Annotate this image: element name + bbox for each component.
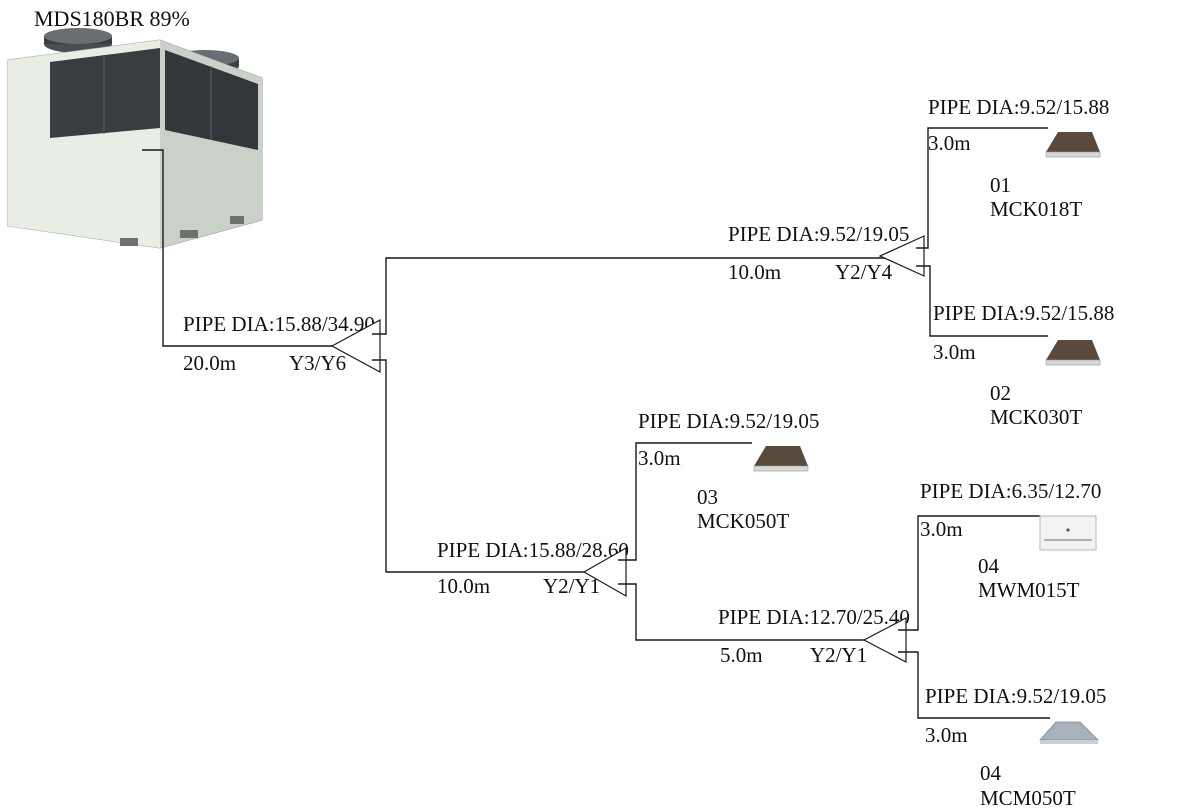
segment-lower: PIPE DIA:15.88/28.60 10.0m Y2/Y1 bbox=[372, 359, 880, 641]
segment-lower-joint: Y2/Y1 bbox=[543, 574, 600, 598]
unit-02-pipe-dia: PIPE DIA:9.52/15.88 bbox=[933, 301, 1114, 325]
segment-lower2-joint: Y2/Y1 bbox=[810, 643, 867, 667]
unit-03-model: MCK050T bbox=[697, 509, 789, 533]
unit-04b-pipe-dia: PIPE DIA:9.52/19.05 bbox=[925, 684, 1106, 708]
cassette-unit-icon bbox=[1045, 340, 1101, 366]
wall-mounted-unit-icon bbox=[1039, 515, 1097, 551]
unit-04b-length: 3.0m bbox=[925, 723, 968, 747]
cassette-unit-icon bbox=[1045, 132, 1101, 158]
unit-01-length: 3.0m bbox=[928, 131, 971, 155]
segment-upper-pipe-dia: PIPE DIA:9.52/19.05 bbox=[728, 222, 909, 246]
segment-lower2-pipe-dia: PIPE DIA:12.70/25.40 bbox=[718, 605, 910, 629]
unit-04b-number: 04 bbox=[980, 761, 1002, 785]
branch-joint-main bbox=[330, 318, 381, 374]
segment-main-length: 20.0m bbox=[183, 351, 236, 375]
unit-01-pipe-dia: PIPE DIA:9.52/15.88 bbox=[928, 95, 1109, 119]
unit-04a-length: 3.0m bbox=[920, 517, 963, 541]
segment-main-joint: Y3/Y6 bbox=[289, 351, 346, 375]
indoor-unit-02[interactable]: PIPE DIA:9.52/15.88 3.0m 02 MCK030T bbox=[933, 301, 1114, 429]
segment-lower2-length: 5.0m bbox=[720, 643, 763, 667]
branch-joint-lower2 bbox=[862, 617, 907, 663]
segment-lower-length: 10.0m bbox=[437, 574, 490, 598]
ceiling-unit-icon bbox=[1039, 721, 1099, 744]
segment-upper-joint: Y2/Y4 bbox=[835, 260, 893, 284]
unit-02-length: 3.0m bbox=[933, 340, 976, 364]
branch-joint-upper bbox=[878, 235, 925, 277]
unit-03-number: 03 bbox=[697, 485, 718, 509]
segment-upper-length: 10.0m bbox=[728, 260, 781, 284]
segment-upper: PIPE DIA:9.52/19.05 10.0m Y2/Y4 bbox=[372, 127, 1048, 337]
unit-02-model: MCK030T bbox=[990, 405, 1082, 429]
cassette-unit-icon bbox=[753, 446, 809, 472]
outdoor-unit[interactable]: MDS180BR 89% bbox=[7, 6, 263, 249]
outdoor-condenser-unit-icon bbox=[7, 28, 263, 249]
outdoor-unit-title: MDS180BR 89% bbox=[34, 6, 190, 31]
indoor-unit-04-wall[interactable]: PIPE DIA:6.35/12.70 3.0m 04 MWM015T bbox=[920, 479, 1101, 602]
unit-04a-number: 04 bbox=[978, 554, 1000, 578]
segment-lower2: PIPE DIA:12.70/25.40 5.0m Y2/Y1 bbox=[718, 515, 1050, 719]
segment-main-pipe-dia: PIPE DIA:15.88/34.90 bbox=[183, 312, 375, 336]
segment-lower-pipe-dia: PIPE DIA:15.88/28.60 bbox=[437, 538, 629, 562]
branch-joint-lower bbox=[582, 546, 627, 598]
unit-01-number: 01 bbox=[990, 173, 1011, 197]
unit-03-length: 3.0m bbox=[638, 446, 681, 470]
unit-02-number: 02 bbox=[990, 381, 1011, 405]
segment-main: PIPE DIA:15.88/34.90 20.0m Y3/Y6 bbox=[142, 149, 381, 375]
indoor-unit-03[interactable]: PIPE DIA:9.52/19.05 3.0m 03 MCK050T bbox=[638, 409, 819, 533]
indoor-unit-04-ceiling[interactable]: PIPE DIA:9.52/19.05 3.0m 04 MCM050T bbox=[925, 684, 1106, 810]
unit-04a-model: MWM015T bbox=[978, 578, 1080, 602]
unit-03-pipe-dia: PIPE DIA:9.52/19.05 bbox=[638, 409, 819, 433]
indoor-unit-01[interactable]: PIPE DIA:9.52/15.88 3.0m 01 MCK018T bbox=[928, 95, 1109, 221]
unit-04b-model: MCM050T bbox=[980, 786, 1076, 810]
unit-01-model: MCK018T bbox=[990, 197, 1082, 221]
unit-04a-pipe-dia: PIPE DIA:6.35/12.70 bbox=[920, 479, 1101, 503]
